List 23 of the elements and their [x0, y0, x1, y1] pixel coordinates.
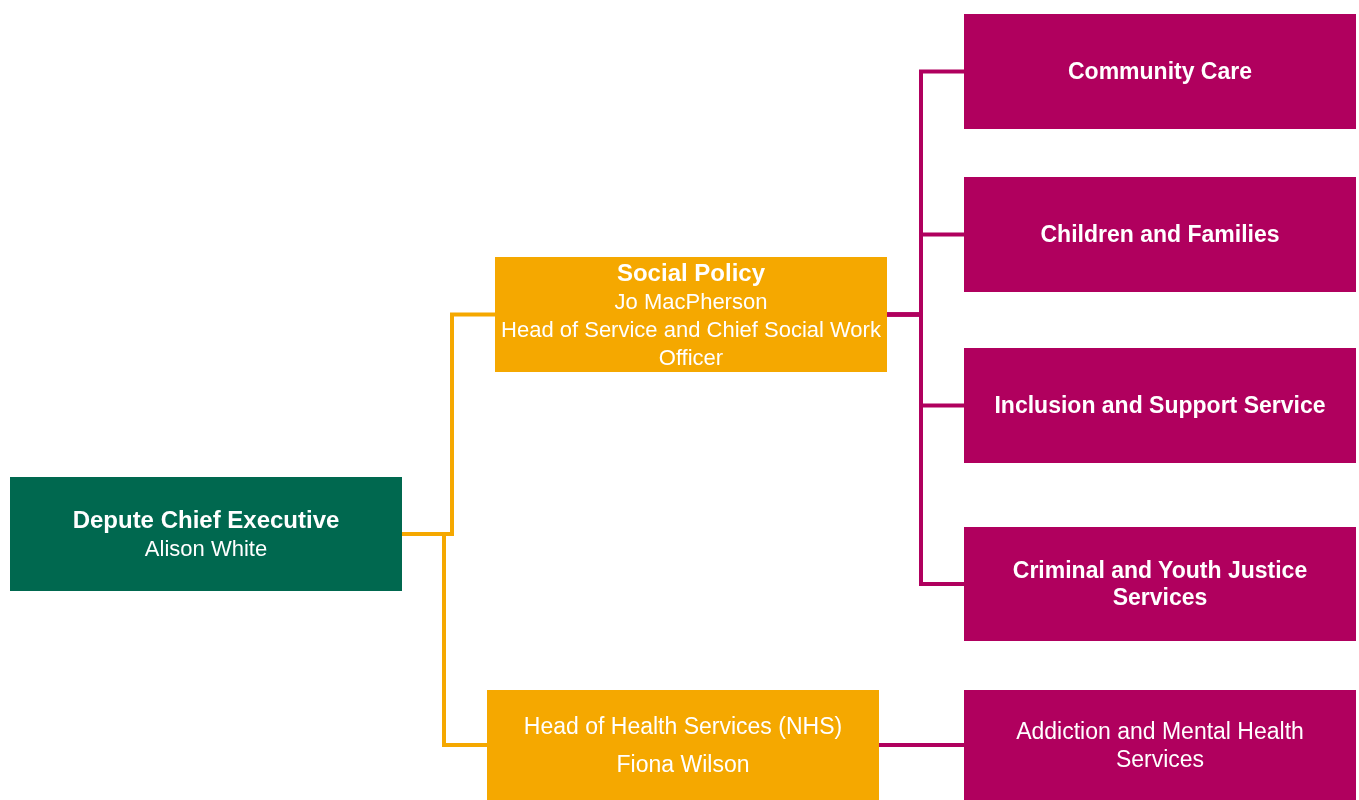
role-title: Head of Service and Chief Social Work Officer — [500, 315, 882, 372]
unit-title: Addiction and Mental Health Services — [1015, 717, 1305, 773]
unit-title: Criminal and Youth Justice Services — [1011, 557, 1309, 611]
role-title: Head of Health Services (NHS) — [523, 712, 843, 741]
unit-title: Children and Families — [1040, 221, 1280, 248]
org-box — [964, 177, 1356, 292]
connector-line — [879, 743, 964, 747]
unit-title: Depute Chief Executive — [72, 505, 340, 535]
unit-title: Community Care — [1067, 58, 1252, 85]
person-name: Alison White — [144, 535, 268, 563]
org-box — [964, 348, 1356, 463]
org-box — [495, 257, 887, 372]
connector-line — [887, 312, 964, 586]
org-box — [964, 690, 1356, 800]
org-box — [964, 14, 1356, 129]
connector-line — [402, 532, 487, 747]
unit-title: Social Policy — [616, 257, 766, 288]
person-name: Fiona Wilson — [616, 750, 750, 779]
unit-title: Inclusion and Support Service — [994, 392, 1326, 419]
org-box — [487, 690, 879, 800]
org-box — [10, 477, 402, 591]
org-box — [964, 527, 1356, 641]
person-name: Jo MacPherson — [614, 287, 768, 316]
